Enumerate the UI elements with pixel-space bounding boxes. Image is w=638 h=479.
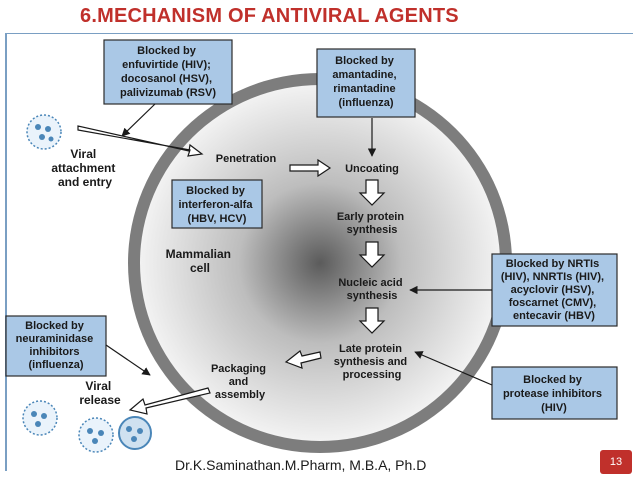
cell-cytoplasm [140,85,500,441]
box-interferon: Blocked by interferon-alfa (HBV, HCV) [171,179,263,229]
step-uncoating: Uncoating [345,163,399,175]
entry-block-arrow [121,103,156,137]
step-nucleic-acid: Nucleic acid synthesis [338,277,405,302]
slide-title: 6.MECHANISM OF ANTIVIRAL AGENTS [80,5,459,27]
released-virion-icon [22,400,58,436]
released-virion-icon [118,416,152,450]
released-virion-icon [78,417,114,453]
step-late-protein: Late protein synthesis and processing [334,343,410,381]
box-neuraminidase-inhibitors: Blocked by neuraminidase inhibitors (inf… [5,315,107,377]
down-arrow-1 [358,179,386,206]
svg-text:Blocked by neuraminida: Blocked by neuraminidase inhibitors (inf… [16,320,97,371]
step-early-protein: Early protein synthesis [337,211,407,236]
down-arrow-3 [358,307,386,334]
penetration-arrow [289,158,332,178]
step-attachment: Viral attachment and entry [51,147,118,189]
left-border [5,33,7,471]
step-release: Viral release [79,379,121,407]
packaging-arrow [284,350,322,369]
step-packaging: Packaging and assembly [211,363,269,401]
svg-text:Blocked by amantadine,: Blocked by amantadine, rimantadine (infl… [332,55,399,109]
box-entry-inhibitors: Blocked by enfuvirtide (HIV); docosanol … [103,39,233,105]
neuraminidase-block-arrow [105,344,151,376]
cell-label: Mammalian cell [166,247,235,275]
svg-text:Blocked by NRTIs (HIV): Blocked by NRTIs (HIV), NNRTIs (HIV), ac… [501,258,607,322]
attachment-arrow [77,125,204,157]
svg-text:Blocked by interferon-: Blocked by interferon-alfa (HBV, HCV) [178,185,255,225]
protease-block-arrow [414,351,493,386]
page-number-badge: 13 [600,450,632,474]
box-nucleic-acid-inhibitors: Blocked by NRTIs (HIV), NNRTIs (HIV), ac… [491,253,618,327]
virion-icon [26,114,62,150]
top-border [5,33,633,34]
down-arrow-2 [358,241,386,268]
footer-author: Dr.K.Saminathan.M.Pharm, M.B.A, Ph.D [175,457,427,473]
release-arrow [128,387,211,415]
box-uncoating-inhibitors: Blocked by amantadine, rimantadine (infl… [316,48,416,118]
svg-text:Blocked by protease in: Blocked by protease inhibitors (HIV) [503,374,605,414]
svg-text:Blocked by enfuvirtide: Blocked by enfuvirtide (HIV); docosanol … [120,45,216,99]
step-penetration: Penetration [216,153,277,165]
box-protease-inhibitors: Blocked by protease inhibitors (HIV) [491,366,618,420]
